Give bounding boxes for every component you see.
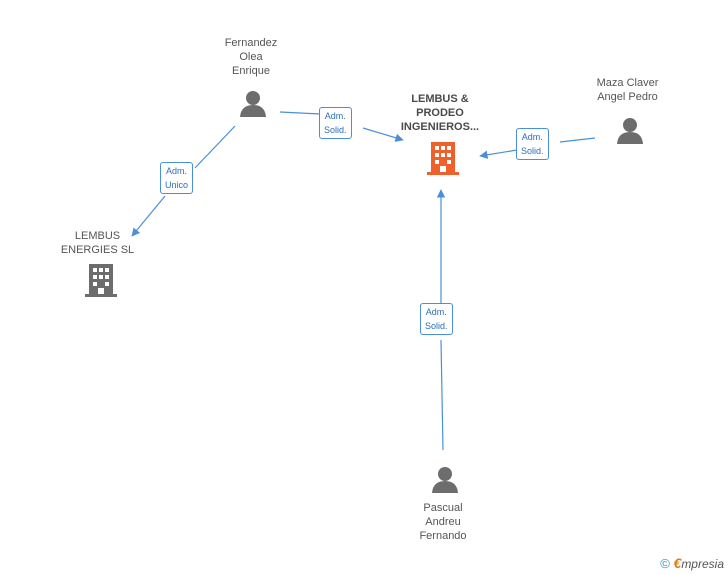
person-icon[interactable] xyxy=(617,118,643,144)
building-icon[interactable] xyxy=(85,264,117,297)
brand-initial: € xyxy=(673,555,682,571)
person-icon[interactable] xyxy=(240,91,266,117)
brand-name: mpresia xyxy=(681,557,724,571)
edge-label-maza-to-prodeo[interactable]: Adm. Solid. xyxy=(516,128,549,160)
edge-label-pascual-to-prodeo[interactable]: Adm. Solid. xyxy=(420,303,453,335)
edge-label-fernandez-to-energies[interactable]: Adm. Unico xyxy=(160,162,194,194)
node-label-lembus-prodeo[interactable]: LEMBUS & PRODEO INGENIEROS... xyxy=(400,93,480,133)
copyright-notice: © €mpresia xyxy=(660,555,724,571)
copyright-icon: © xyxy=(660,556,670,571)
node-label-maza[interactable]: Maza Claver Angel Pedro xyxy=(596,77,659,103)
edge-fernandez-to-energies[interactable] xyxy=(132,125,236,236)
edge-fernandez-to-prodeo[interactable] xyxy=(279,111,403,140)
edge-label-fernandez-to-prodeo[interactable]: Adm. Solid. xyxy=(319,107,352,139)
node-label-fernandez[interactable]: Fernandez Olea Enrique xyxy=(224,37,278,77)
building-icon[interactable] xyxy=(427,142,459,175)
edge-maza-to-prodeo[interactable] xyxy=(480,137,596,156)
person-icon[interactable] xyxy=(432,467,458,493)
node-label-pascual[interactable]: Pascual Andreu Fernando xyxy=(419,502,467,542)
node-label-lembus-energies[interactable]: LEMBUS ENERGIES SL xyxy=(60,230,135,256)
edge-pascual-to-prodeo[interactable] xyxy=(441,190,443,451)
brand-logo: €mpresia xyxy=(673,555,724,571)
